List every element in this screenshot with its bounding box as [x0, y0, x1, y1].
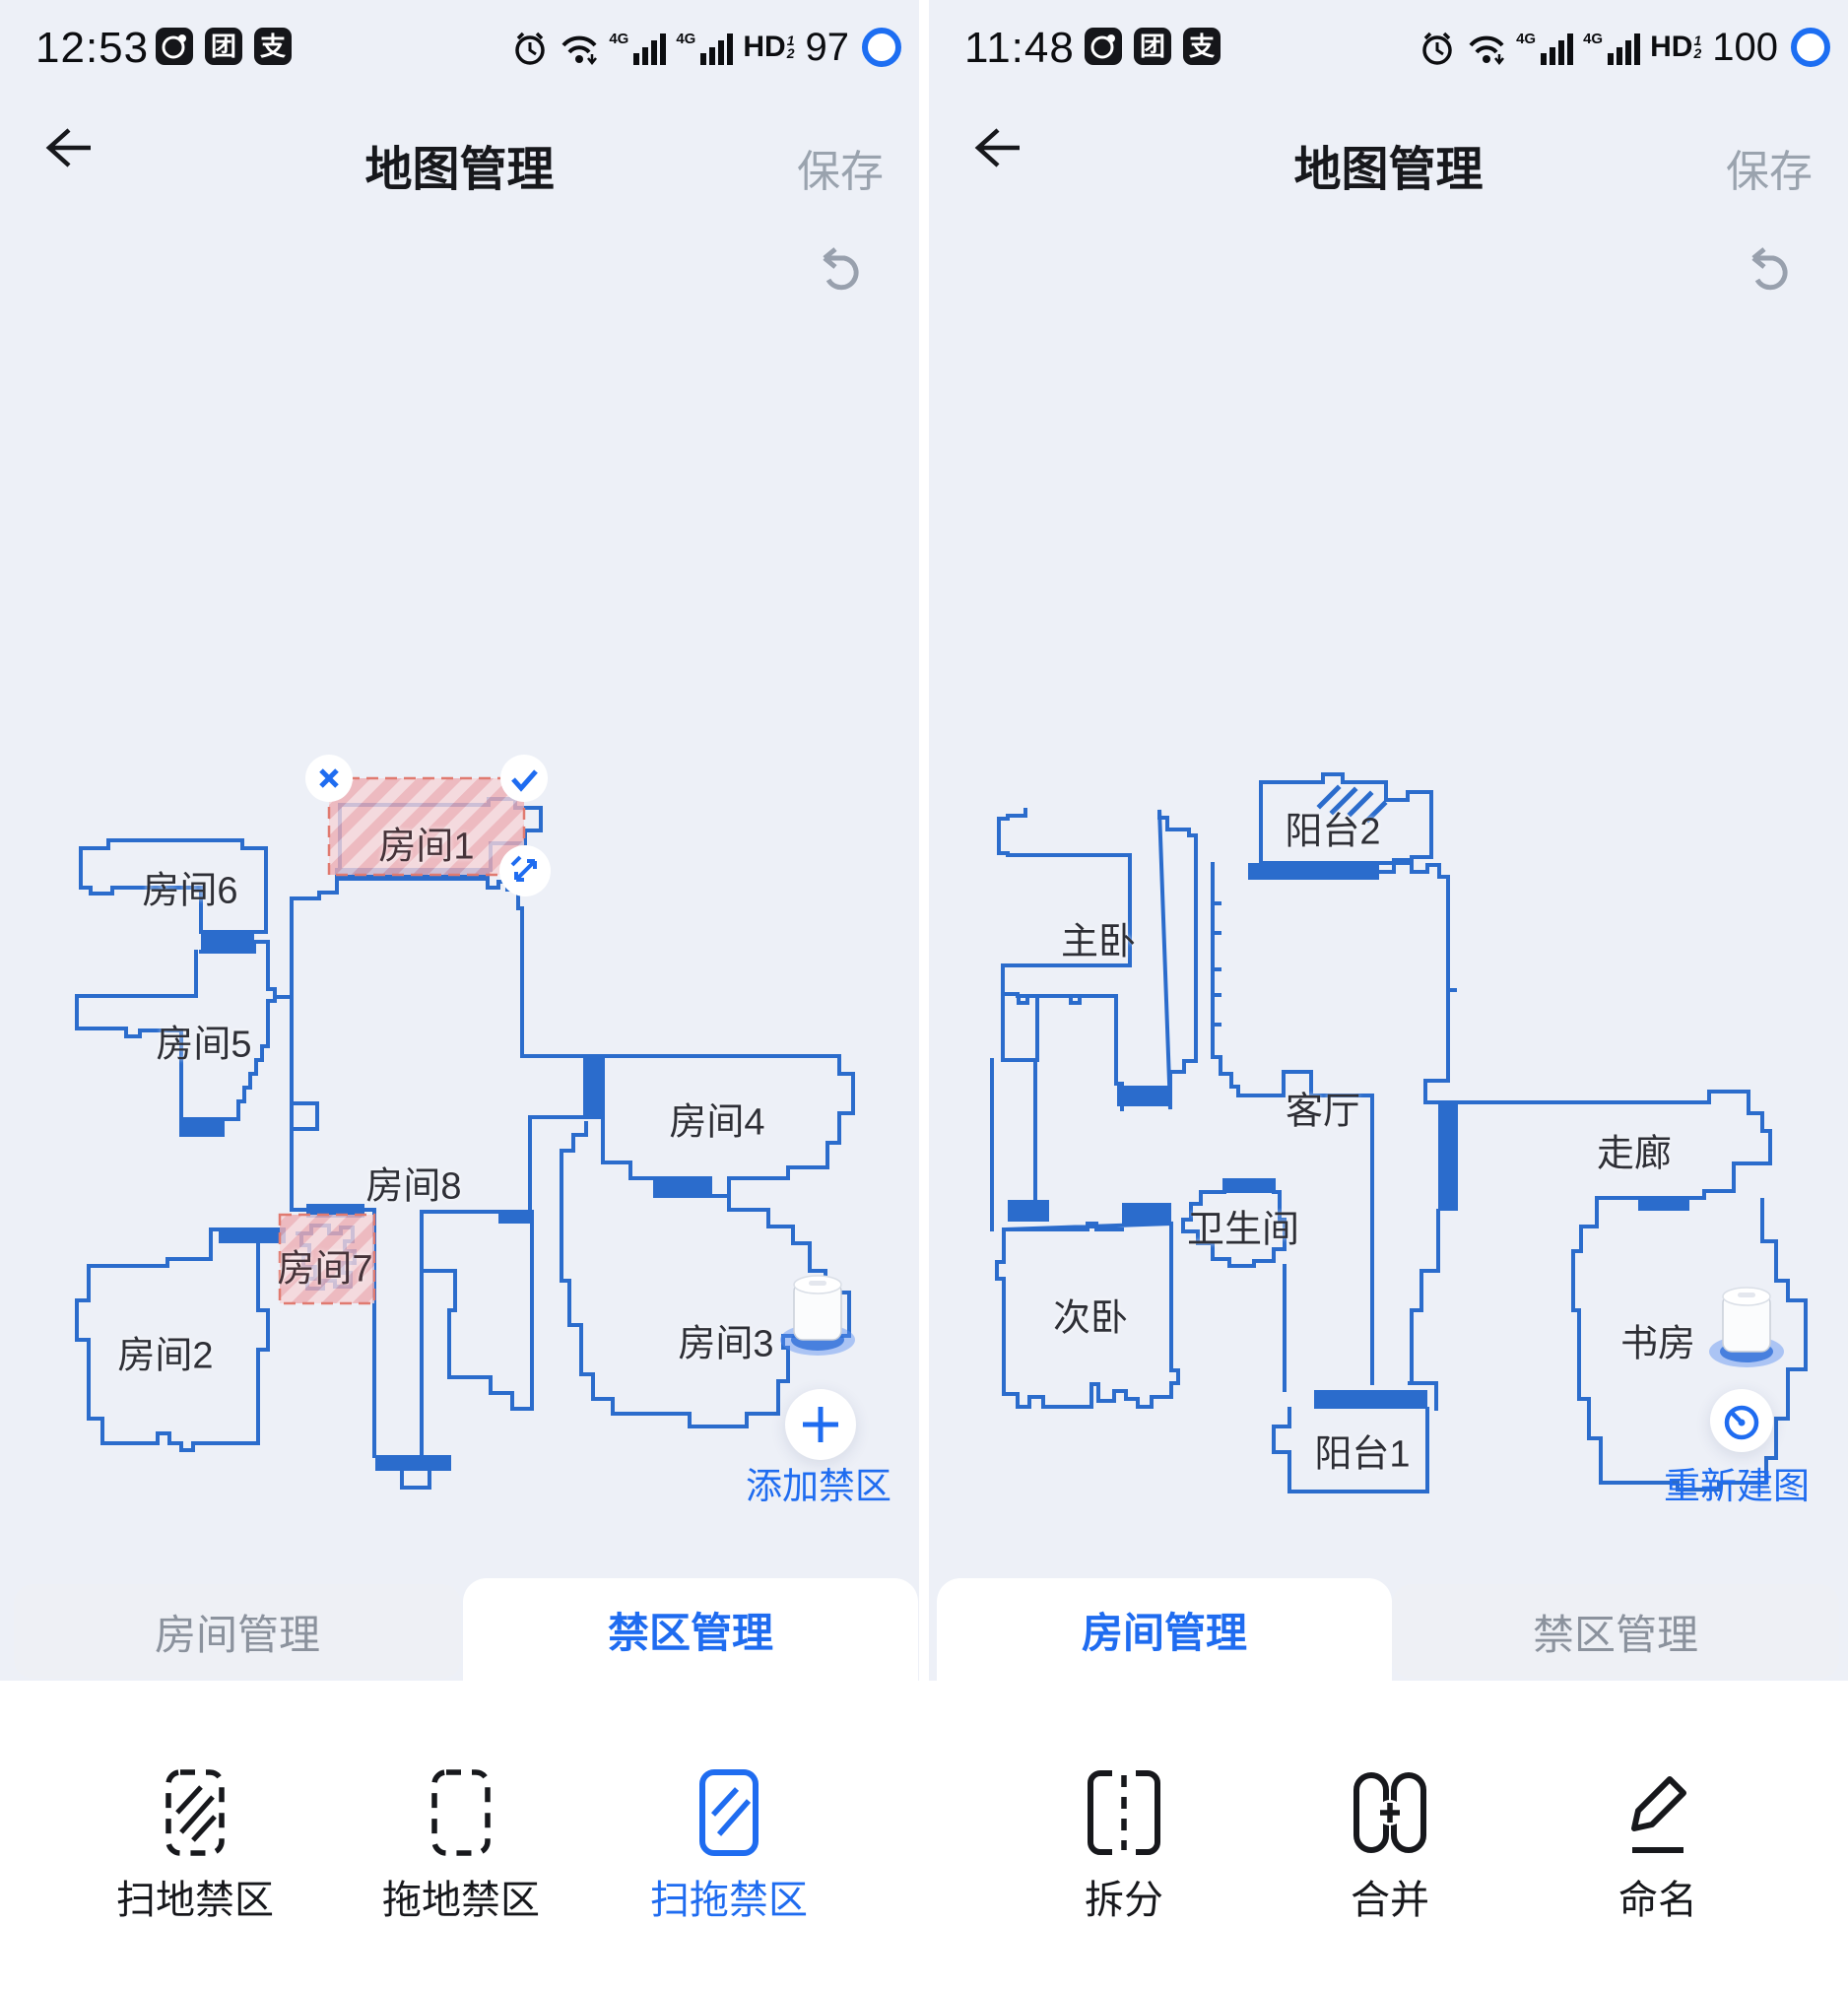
floor-plan-left — [75, 755, 855, 1490]
status-time: 12:53 — [35, 24, 150, 72]
add-zone-label[interactable]: 添加禁区 — [746, 1466, 891, 1506]
alarm-icon — [515, 32, 546, 65]
tuan-app-icon: 团 — [205, 28, 242, 65]
room-label[interactable]: 走廊 — [1596, 1133, 1673, 1175]
room-label[interactable]: 书房 — [1619, 1323, 1696, 1365]
weibo-icon — [156, 28, 193, 65]
room-label[interactable]: 房间4 — [669, 1101, 765, 1144]
mop-zone-tool[interactable]: 拖地禁区 — [343, 1681, 579, 1990]
merge-icon — [1349, 1765, 1431, 1860]
room-label[interactable]: 阳台2 — [1285, 811, 1381, 853]
4g-badge: 4G — [1516, 30, 1537, 47]
sweep-zone-icon — [164, 1765, 227, 1860]
room-label[interactable]: 主卧 — [1060, 921, 1137, 963]
status-time: 11:48 — [964, 24, 1075, 72]
status-app-icons: 团 支 — [156, 28, 292, 65]
page-title: 地图管理 — [1293, 144, 1484, 196]
room-label[interactable]: 次卧 — [1052, 1297, 1129, 1340]
tab-room-management[interactable]: 房间管理 — [937, 1578, 1392, 1681]
battery-ring-icon — [862, 28, 901, 67]
back-button[interactable] — [43, 126, 95, 169]
status-app-icons: 团 支 — [1085, 28, 1221, 65]
battery-percent: 100 — [1712, 25, 1778, 69]
alarm-icon — [1422, 32, 1452, 65]
tuan-app-icon: 团 — [1134, 28, 1171, 65]
signal-icon-2 — [1608, 33, 1641, 65]
room-label[interactable]: 阳台1 — [1314, 1433, 1411, 1476]
robot-icon — [1709, 1287, 1784, 1367]
room-label[interactable]: 房间5 — [156, 1024, 252, 1066]
no-go-zone-1[interactable] — [327, 776, 526, 877]
bottom-toolbar: 拆分 合并 命名 — [929, 1681, 1848, 1990]
tab-room-management[interactable]: 房间管理 — [14, 1584, 461, 1679]
room-label[interactable]: 房间3 — [678, 1323, 774, 1365]
tab-zone-management[interactable]: 禁区管理 — [1392, 1584, 1839, 1679]
room-label[interactable]: 卫生间 — [1186, 1209, 1300, 1251]
signal-icon-1 — [633, 33, 667, 65]
wifi-icon — [1469, 35, 1505, 66]
save-button[interactable]: 保存 — [797, 148, 884, 196]
zone-confirm-button[interactable] — [500, 755, 548, 802]
add-zone-button[interactable] — [785, 1389, 856, 1460]
4g-badge: 4G — [1583, 30, 1604, 47]
undo-icon[interactable] — [813, 244, 864, 294]
alipay-icon: 支 — [254, 28, 292, 65]
back-button[interactable] — [972, 126, 1023, 169]
undo-icon[interactable] — [1742, 244, 1793, 294]
wifi-icon — [561, 35, 598, 66]
tab-zone-management[interactable]: 禁区管理 — [463, 1578, 918, 1681]
robot-icon — [780, 1275, 855, 1356]
floor-plan-right — [990, 772, 1808, 1493]
merge-tool[interactable]: 合并 — [1272, 1681, 1508, 1990]
rebuild-map-button[interactable] — [1710, 1389, 1773, 1452]
room-label[interactable]: 房间8 — [365, 1165, 462, 1208]
alipay-icon: 支 — [1183, 28, 1221, 65]
battery-percent: 97 — [805, 25, 850, 69]
no-go-zone-2[interactable] — [278, 1213, 376, 1305]
split-icon — [1085, 1765, 1163, 1860]
battery-ring-icon — [1791, 28, 1830, 67]
room-label[interactable]: 房间2 — [117, 1335, 214, 1377]
4g-badge: 4G — [676, 30, 696, 47]
mop-zone-icon — [429, 1765, 493, 1860]
zone-delete-button[interactable] — [305, 755, 353, 802]
room-label[interactable]: 客厅 — [1285, 1091, 1361, 1133]
sweep-mop-zone-icon — [697, 1765, 760, 1860]
bottom-toolbar: 扫地禁区 拖地禁区 扫拖禁区 — [0, 1681, 919, 1990]
split-tool[interactable]: 拆分 — [1006, 1681, 1242, 1990]
sweep-zone-tool[interactable]: 扫地禁区 — [77, 1681, 313, 1990]
rename-tool[interactable]: 命名 — [1540, 1681, 1776, 1990]
weibo-icon — [1085, 28, 1122, 65]
rebuild-map-label[interactable]: 重新建图 — [1664, 1466, 1810, 1506]
signal-icon-1 — [1541, 33, 1574, 65]
room-label[interactable]: 房间7 — [277, 1248, 373, 1291]
room-label[interactable]: 房间6 — [142, 870, 238, 912]
page-title: 地图管理 — [364, 144, 555, 196]
rename-icon — [1618, 1765, 1697, 1860]
signal-icon-2 — [700, 33, 734, 65]
save-button[interactable]: 保存 — [1726, 148, 1813, 196]
room-label[interactable]: 房间1 — [378, 826, 475, 868]
zone-resize-handle[interactable] — [499, 845, 551, 896]
4g-badge: 4G — [609, 30, 629, 47]
sweep-mop-zone-tool[interactable]: 扫拖禁区 — [611, 1681, 847, 1990]
